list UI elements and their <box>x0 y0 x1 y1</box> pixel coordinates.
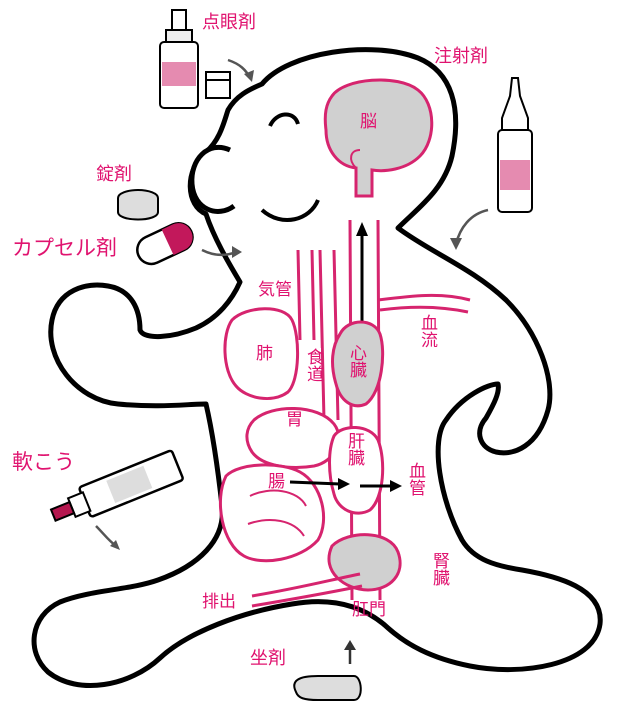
label-heart: 心臓 <box>347 344 364 378</box>
label-excretion: 排出 <box>202 594 236 611</box>
label-liver: 肝臓 <box>345 432 362 466</box>
label-blood-vessel: 血管 <box>406 462 423 496</box>
label-blood-flow: 血流 <box>418 314 435 348</box>
label-lung: 肺 <box>256 346 273 363</box>
absorption-arrow-1 <box>290 482 340 484</box>
label-trachea: 気管 <box>258 282 292 299</box>
label-suppository: 坐剤 <box>250 650 286 668</box>
label-esophagus: 食道 <box>304 348 321 382</box>
label-intestine: 腸 <box>268 474 285 491</box>
tablet-icon <box>118 190 158 220</box>
ear <box>192 147 234 211</box>
label-eye-drops: 点眼剤 <box>202 14 256 32</box>
label-brain: 脳 <box>360 114 377 131</box>
label-tablet: 錠剤 <box>96 166 132 184</box>
label-kidney: 腎臓 <box>430 552 447 586</box>
injection-ampoule-icon <box>498 78 532 212</box>
label-capsule: カプセル剤 <box>12 238 117 259</box>
label-stomach: 胃 <box>286 412 303 429</box>
label-ointment: 軟こう <box>12 452 75 473</box>
capsule-icon <box>133 219 197 269</box>
kidney <box>329 535 400 590</box>
suppository-icon <box>294 676 361 700</box>
label-anus: 肛門 <box>352 602 386 619</box>
label-injection: 注射剤 <box>434 48 488 66</box>
